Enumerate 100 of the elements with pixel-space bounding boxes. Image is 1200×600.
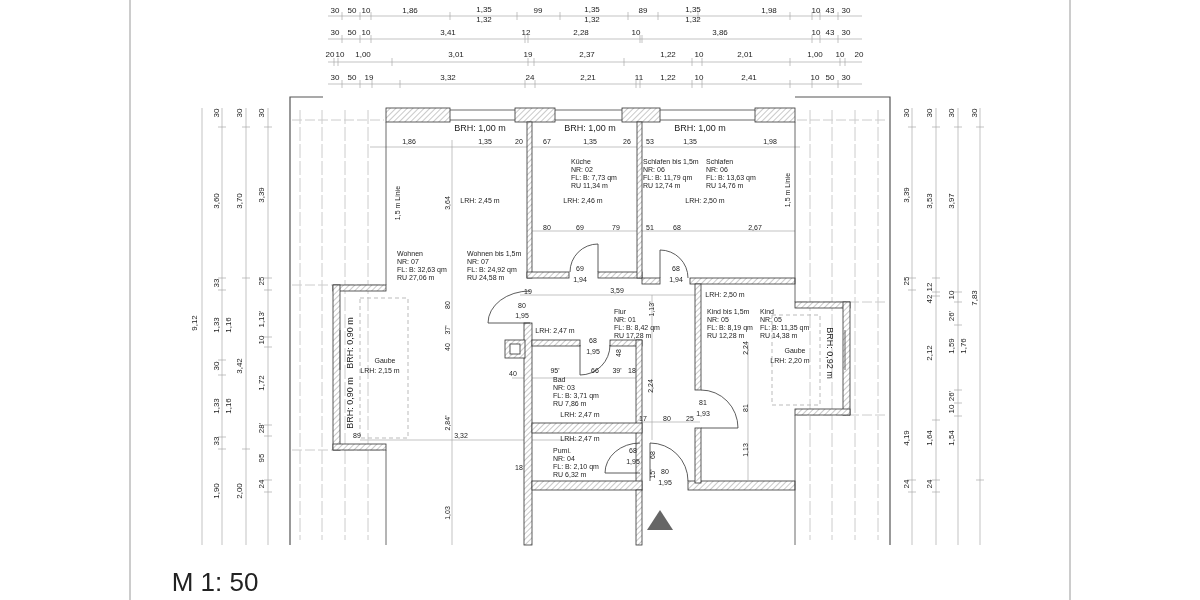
dimension-label: 20 — [854, 51, 864, 59]
dimension-label: 3,70 — [236, 193, 244, 209]
dimension-label: 7,83 — [971, 290, 979, 306]
dimension-label: 12 — [926, 282, 934, 292]
dimension-label: 30 — [948, 108, 956, 118]
dimension-label: 10 — [258, 335, 266, 345]
dimension-label: 1,33 — [213, 398, 221, 414]
dimension-label: 30 — [330, 74, 340, 82]
dimension-label: 12 — [521, 29, 531, 37]
dimension-label: 10 — [361, 7, 371, 15]
dimension-label: 30 — [236, 108, 244, 118]
height-label: BRH: 0,90 m — [345, 377, 355, 429]
dimension-label: 3,42 — [236, 358, 244, 374]
height-label: BRH: 0,90 m — [345, 317, 355, 369]
dimension-label: 1,00 — [355, 51, 371, 59]
dimension-label: 2,41 — [741, 74, 757, 82]
dimension-label: 1,54 — [948, 430, 956, 446]
dimension-label: 43 — [825, 29, 835, 37]
dimension-label: 20 — [325, 51, 335, 59]
dimension-label: 33 — [213, 436, 221, 446]
dimension-label: 30 — [971, 108, 979, 118]
dimension-label: 1,22 — [660, 74, 676, 82]
dimension-label: 1,33 — [213, 317, 221, 333]
dimension-label: 2,37 — [579, 51, 595, 59]
dimension-label: 1,35 — [476, 6, 492, 14]
dimension-label: 25 — [258, 276, 266, 286]
dimension-label: 50 — [347, 7, 357, 15]
dimension-label: 1,76 — [960, 338, 968, 354]
dimension-label: 11 — [634, 74, 644, 82]
dimension-label: 50 — [347, 74, 357, 82]
dimension-label: 10 — [835, 51, 845, 59]
dimension-label: 3,01 — [448, 51, 464, 59]
dimension-label: 30 — [926, 108, 934, 118]
dimension-label: 30 — [330, 7, 340, 15]
dimension-label: 30 — [841, 7, 851, 15]
dimension-label: 1,86 — [402, 7, 418, 15]
dimension-label: 19 — [364, 74, 374, 82]
dimension-label: 19 — [523, 51, 533, 59]
dimension-label: 1,16 — [225, 398, 233, 414]
dimension-label: 10 — [361, 29, 371, 37]
dimension-label: 4,19 — [903, 430, 911, 446]
dimension-label: 1,72 — [258, 375, 266, 391]
dimension-label: 50 — [347, 29, 357, 37]
dimension-label: 1,16 — [225, 317, 233, 333]
dimension-label: 30 — [841, 74, 851, 82]
dimension-label: 33 — [213, 278, 221, 288]
dimension-label: 1,32 — [584, 16, 600, 24]
dimension-label: 26' — [948, 310, 956, 322]
dimension-label: 25 — [903, 276, 911, 286]
dimension-label: 24 — [525, 74, 535, 82]
dimension-label: 99 — [533, 7, 543, 15]
dimension-label: 2,01 — [737, 51, 753, 59]
dimension-label: 89 — [638, 7, 648, 15]
dimension-label: 3,39 — [258, 187, 266, 203]
dimension-label: 10 — [335, 51, 345, 59]
height-label: BRH: 0,92 m — [824, 327, 834, 379]
dimension-label: 1,32 — [685, 16, 701, 24]
dimension-label: 30 — [213, 108, 221, 118]
dimension-label: 30 — [330, 29, 340, 37]
dimension-label: 10 — [694, 51, 704, 59]
dimension-label: 1,35 — [685, 6, 701, 14]
scale-label: M 1: 50 — [171, 569, 259, 595]
dimension-label: 1,22 — [660, 51, 676, 59]
dimension-label: 10 — [811, 7, 821, 15]
dimension-label: 10 — [631, 29, 641, 37]
dimension-label: 24 — [926, 479, 934, 489]
dimension-label: 1,13' — [258, 310, 266, 328]
dimension-label: 24 — [903, 479, 911, 489]
height-label: BRH: 1,00 m — [674, 123, 726, 133]
dimension-label: 2,21 — [580, 74, 596, 82]
dimension-label: 10 — [694, 74, 704, 82]
dimension-label: 10 — [811, 29, 821, 37]
dimension-label: 10 — [948, 404, 956, 414]
dimension-label: 28' — [258, 422, 266, 434]
height-label: BRH: 1,00 m — [564, 123, 616, 133]
dimension-label: 2,28 — [573, 29, 589, 37]
dimension-label: 3,60 — [213, 193, 221, 209]
dimension-label: 42 — [926, 294, 934, 304]
dimension-label: 1,32 — [476, 16, 492, 24]
dimension-label: 30 — [258, 108, 266, 118]
dimension-label: 10 — [810, 74, 820, 82]
dimension-label: 2,00 — [236, 483, 244, 499]
dimension-label: 3,41 — [440, 29, 456, 37]
dimension-label: 3,86 — [712, 29, 728, 37]
dimension-label: 43 — [825, 7, 835, 15]
dimension-label: 1,64 — [926, 430, 934, 446]
dimension-label: 3,53 — [926, 193, 934, 209]
dimension-label: 1,00 — [807, 51, 823, 59]
dimension-label: 1,35 — [584, 6, 600, 14]
dimension-label: 95 — [258, 453, 266, 463]
dimension-label: 1,90 — [213, 483, 221, 499]
dimension-label: 30 — [213, 361, 221, 371]
dimension-label: 3,32 — [440, 74, 456, 82]
dimension-label: 30 — [841, 29, 851, 37]
dimension-label: 26' — [948, 390, 956, 402]
dimension-label: 9,12 — [191, 315, 199, 331]
dimension-label: 1,59 — [948, 338, 956, 354]
dimension-label: 1,98 — [761, 7, 777, 15]
dimension-label: 24 — [258, 479, 266, 489]
dimension-label: 30 — [903, 108, 911, 118]
